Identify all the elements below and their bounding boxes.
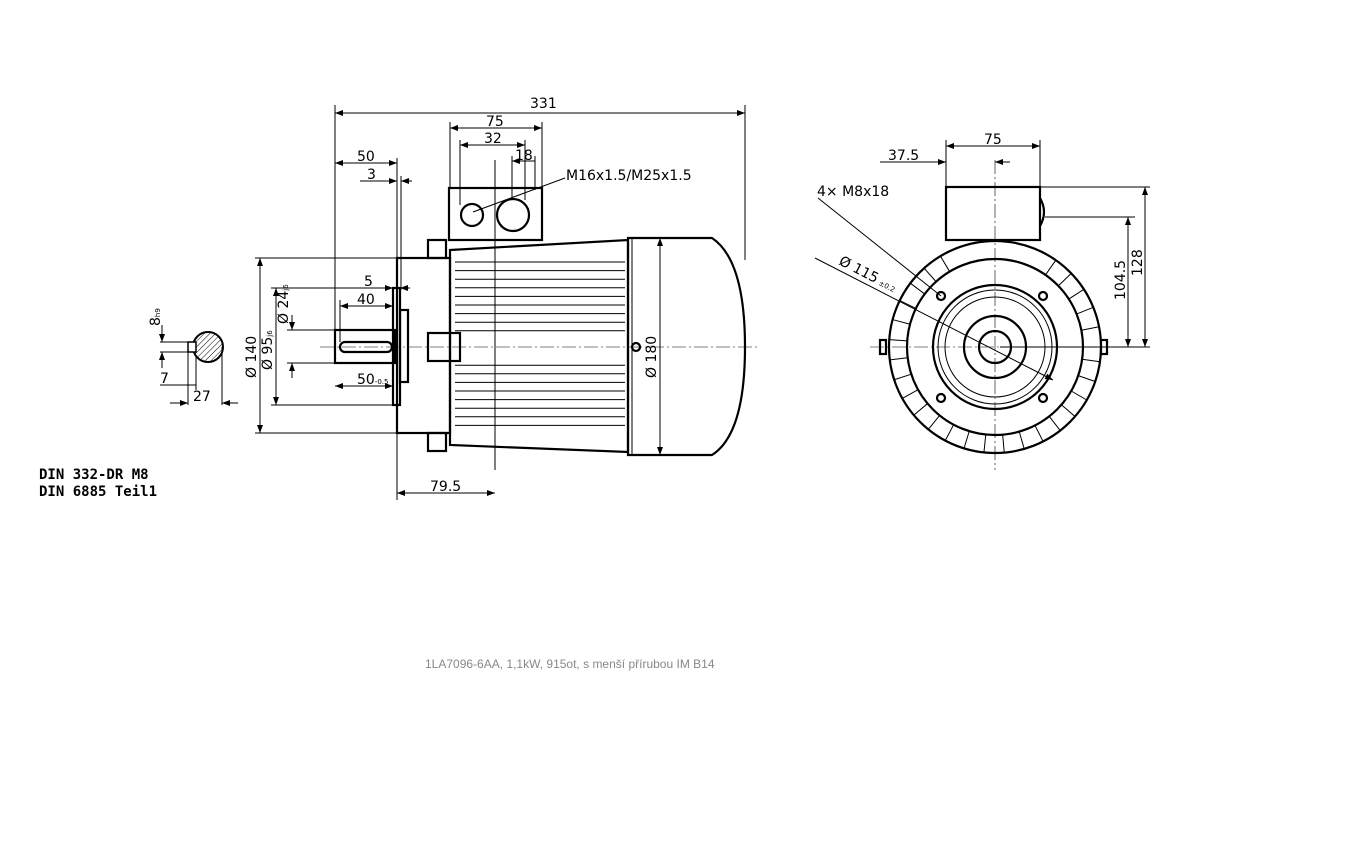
cooling-fin xyxy=(899,300,917,309)
cooling-fin xyxy=(963,431,970,449)
dim-75: 75 xyxy=(486,114,504,130)
cooling-fin xyxy=(939,255,951,272)
cooling-fin xyxy=(1057,273,1072,287)
cooling-fin xyxy=(1034,425,1044,442)
cooling-fin xyxy=(983,434,987,453)
cooling-fin xyxy=(910,282,926,295)
cooling-fin xyxy=(923,267,937,282)
dim-pcd: Ø 115±0.2 xyxy=(836,253,899,295)
dim-104-5: 104.5 xyxy=(1113,260,1129,300)
dim-d180: Ø 180 xyxy=(644,336,660,378)
cooling-fin xyxy=(889,357,908,361)
dim-27: 27 xyxy=(193,389,211,405)
cooling-fin xyxy=(902,389,919,399)
cooling-fin xyxy=(1045,259,1057,276)
cooling-fin xyxy=(889,339,908,342)
cooling-fin xyxy=(1076,306,1094,315)
cooling-fin xyxy=(1078,375,1096,382)
standards: DIN 332-DR M8 DIN 6885 Teil1 xyxy=(39,467,157,501)
standard-2: DIN 6885 Teil1 xyxy=(39,484,158,500)
cooling-fin xyxy=(944,424,955,441)
standard-1: DIN 332-DR M8 xyxy=(39,467,149,483)
dim-d140: Ø 140 xyxy=(244,336,260,378)
dim-7: 7 xyxy=(160,371,169,387)
bolts-label: 4× M8x18 xyxy=(817,184,889,200)
cooling-fin xyxy=(1018,431,1025,450)
cooling-fin xyxy=(1002,434,1005,453)
dim-5: 5 xyxy=(364,274,373,290)
dim-32: 32 xyxy=(484,131,502,147)
dim-37-5: 37.5 xyxy=(888,148,919,164)
cooling-fin xyxy=(1068,288,1085,300)
dim-331: 331 xyxy=(530,96,557,112)
dim-key-8: 8h9 xyxy=(148,308,164,326)
cooling-fin xyxy=(1081,326,1100,331)
dim-front-75: 75 xyxy=(984,132,1002,148)
dim-40: 40 xyxy=(357,292,375,308)
dim-18: 18 xyxy=(515,148,533,164)
dim-50-tol: 50-0.5 xyxy=(357,372,389,388)
cooling-fin xyxy=(1061,404,1076,417)
side-view: 331 75 32 18 50 3 M16x1.5/M25x1.5 5 40 5… xyxy=(244,96,760,500)
shaft-section: 8h9 7 27 xyxy=(148,308,238,406)
dim-50: 50 xyxy=(357,149,375,165)
dim-128: 128 xyxy=(1130,249,1146,276)
cooling-fin xyxy=(1082,358,1101,363)
dim-79-5: 79.5 xyxy=(430,479,461,495)
cooling-fin xyxy=(892,319,911,325)
cooling-fin xyxy=(1070,390,1088,401)
dim-d95: Ø 95j6 xyxy=(260,330,276,370)
thread-label: M16x1.5/M25x1.5 xyxy=(566,168,692,184)
caption: 1LA7096-6AA, 1,1kW, 915ot, s menší příru… xyxy=(425,657,715,671)
cooling-fin xyxy=(894,373,912,381)
front-view: 75 37.5 104.5 128 4× M8x18 Ø 115±0.2 xyxy=(814,132,1150,470)
cooling-fin xyxy=(1048,416,1061,431)
cooling-fin xyxy=(913,403,928,416)
cooling-fin xyxy=(927,415,941,430)
dim-3: 3 xyxy=(367,167,376,183)
dim-d24: Ø 24j6 xyxy=(276,284,292,324)
